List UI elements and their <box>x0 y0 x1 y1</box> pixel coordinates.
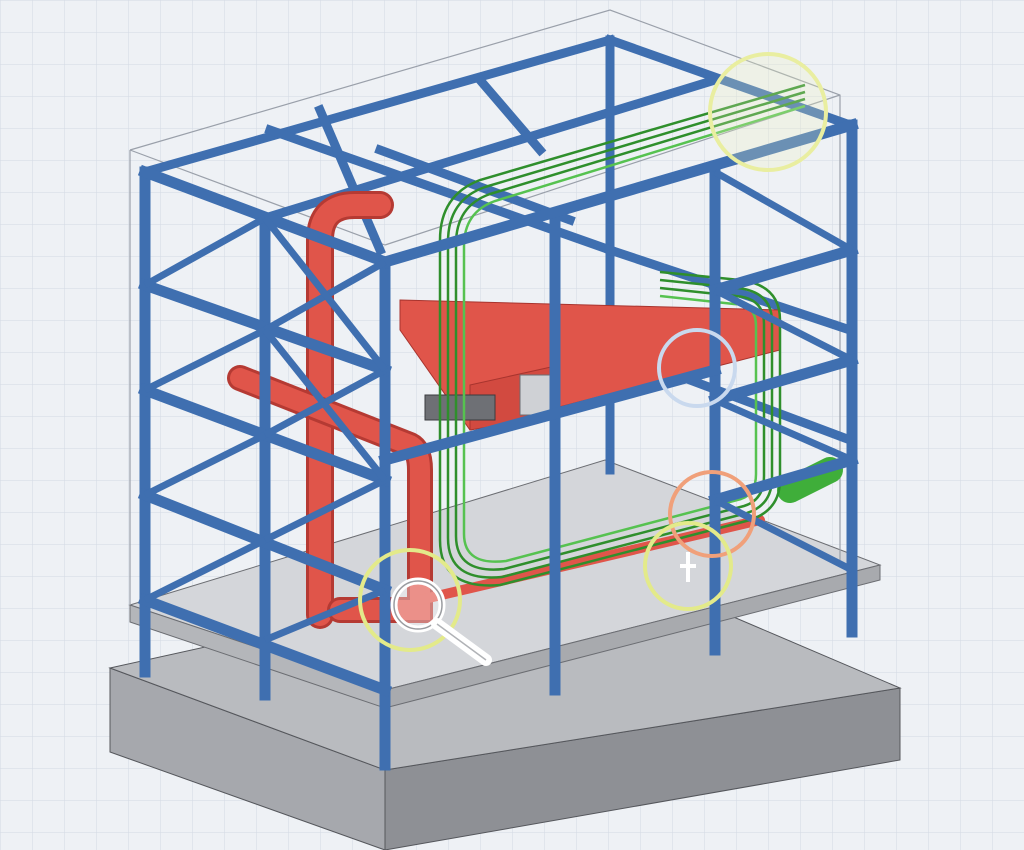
duct-hanger-marker[interactable] <box>657 328 737 408</box>
cable-entry-marker[interactable] <box>708 52 828 172</box>
frame-bracing <box>143 168 854 644</box>
focus-marker-icon <box>680 552 696 582</box>
magnifier-icon[interactable] <box>390 577 492 666</box>
highlight-markers[interactable] <box>358 52 828 652</box>
cable-support-marker[interactable] <box>643 521 733 611</box>
cable-bend-marker[interactable] <box>668 470 756 558</box>
pipe-elbow-marker[interactable] <box>358 548 462 652</box>
